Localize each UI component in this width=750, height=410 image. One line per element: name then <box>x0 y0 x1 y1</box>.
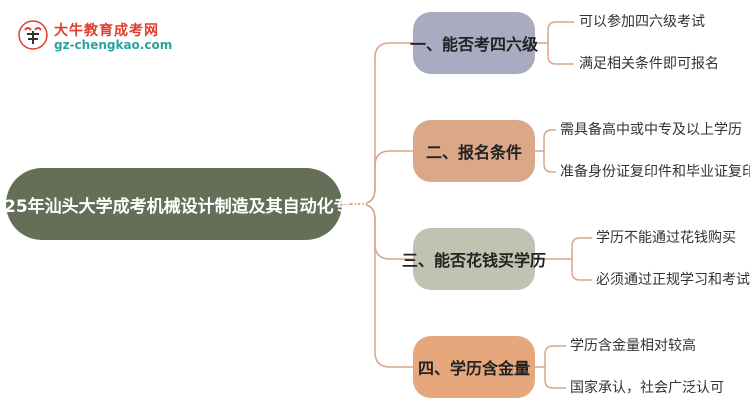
leaf-text: 学历含金量相对较高 <box>570 338 696 354</box>
branch-node-label: 二、报名条件 <box>425 143 522 162</box>
root-node: 2025年汕头大学成考机械设计制造及其自动化专业 <box>0 168 368 240</box>
connector-b1-leaf1 <box>535 21 574 44</box>
logo-title: 大牛教育成考网 <box>54 23 159 39</box>
bull-logo-icon <box>18 20 48 50</box>
branch-node-buy-degree: 三、能否花钱买学历 <box>402 228 546 290</box>
connector-root-b4 <box>342 203 413 368</box>
connector-b3-leaf1 <box>535 237 592 260</box>
branch-node-label: 一、能否考四六级 <box>410 35 539 54</box>
connector-b4-leaf2 <box>544 367 566 389</box>
brand-logo[interactable]: 大牛教育成考网 gz-chengkao.com <box>14 18 172 58</box>
connector-b2-leaf1 <box>535 129 556 152</box>
branch-node-requirements: 二、报名条件 <box>413 120 535 182</box>
branch-node-value: 四、学历含金量 <box>413 336 535 398</box>
leaf-text: 可以参加四六级考试 <box>579 14 705 30</box>
leaf-text: 需具备高中或中专及以上学历 <box>560 122 742 138</box>
branch-node-cet: 一、能否考四六级 <box>410 12 539 74</box>
leaf-text: 国家承认，社会广泛认可 <box>570 380 724 396</box>
logo-url: gz-chengkao.com <box>54 38 173 52</box>
connector-b2-leaf2 <box>543 151 556 173</box>
connector-root-b2 <box>342 150 413 205</box>
connector-root-b1 <box>342 42 413 205</box>
leaf-text: 必须通过正规学习和考试获得 <box>596 272 750 288</box>
root-node-label: 2025年汕头大学成考机械设计制造及其自动化专业 <box>0 196 368 217</box>
leaf-text: 准备身份证复印件和毕业证复印件 <box>560 164 750 180</box>
connector-b4-leaf1 <box>535 345 566 368</box>
branch-node-label: 三、能否花钱买学历 <box>402 251 547 270</box>
connector-b1-leaf2 <box>547 43 574 65</box>
connector-b3-leaf2 <box>571 259 592 281</box>
branch-node-label: 四、学历含金量 <box>417 359 530 378</box>
leaf-text: 满足相关条件即可报名 <box>579 56 719 72</box>
leaf-text: 学历不能通过花钱购买 <box>596 230 736 246</box>
